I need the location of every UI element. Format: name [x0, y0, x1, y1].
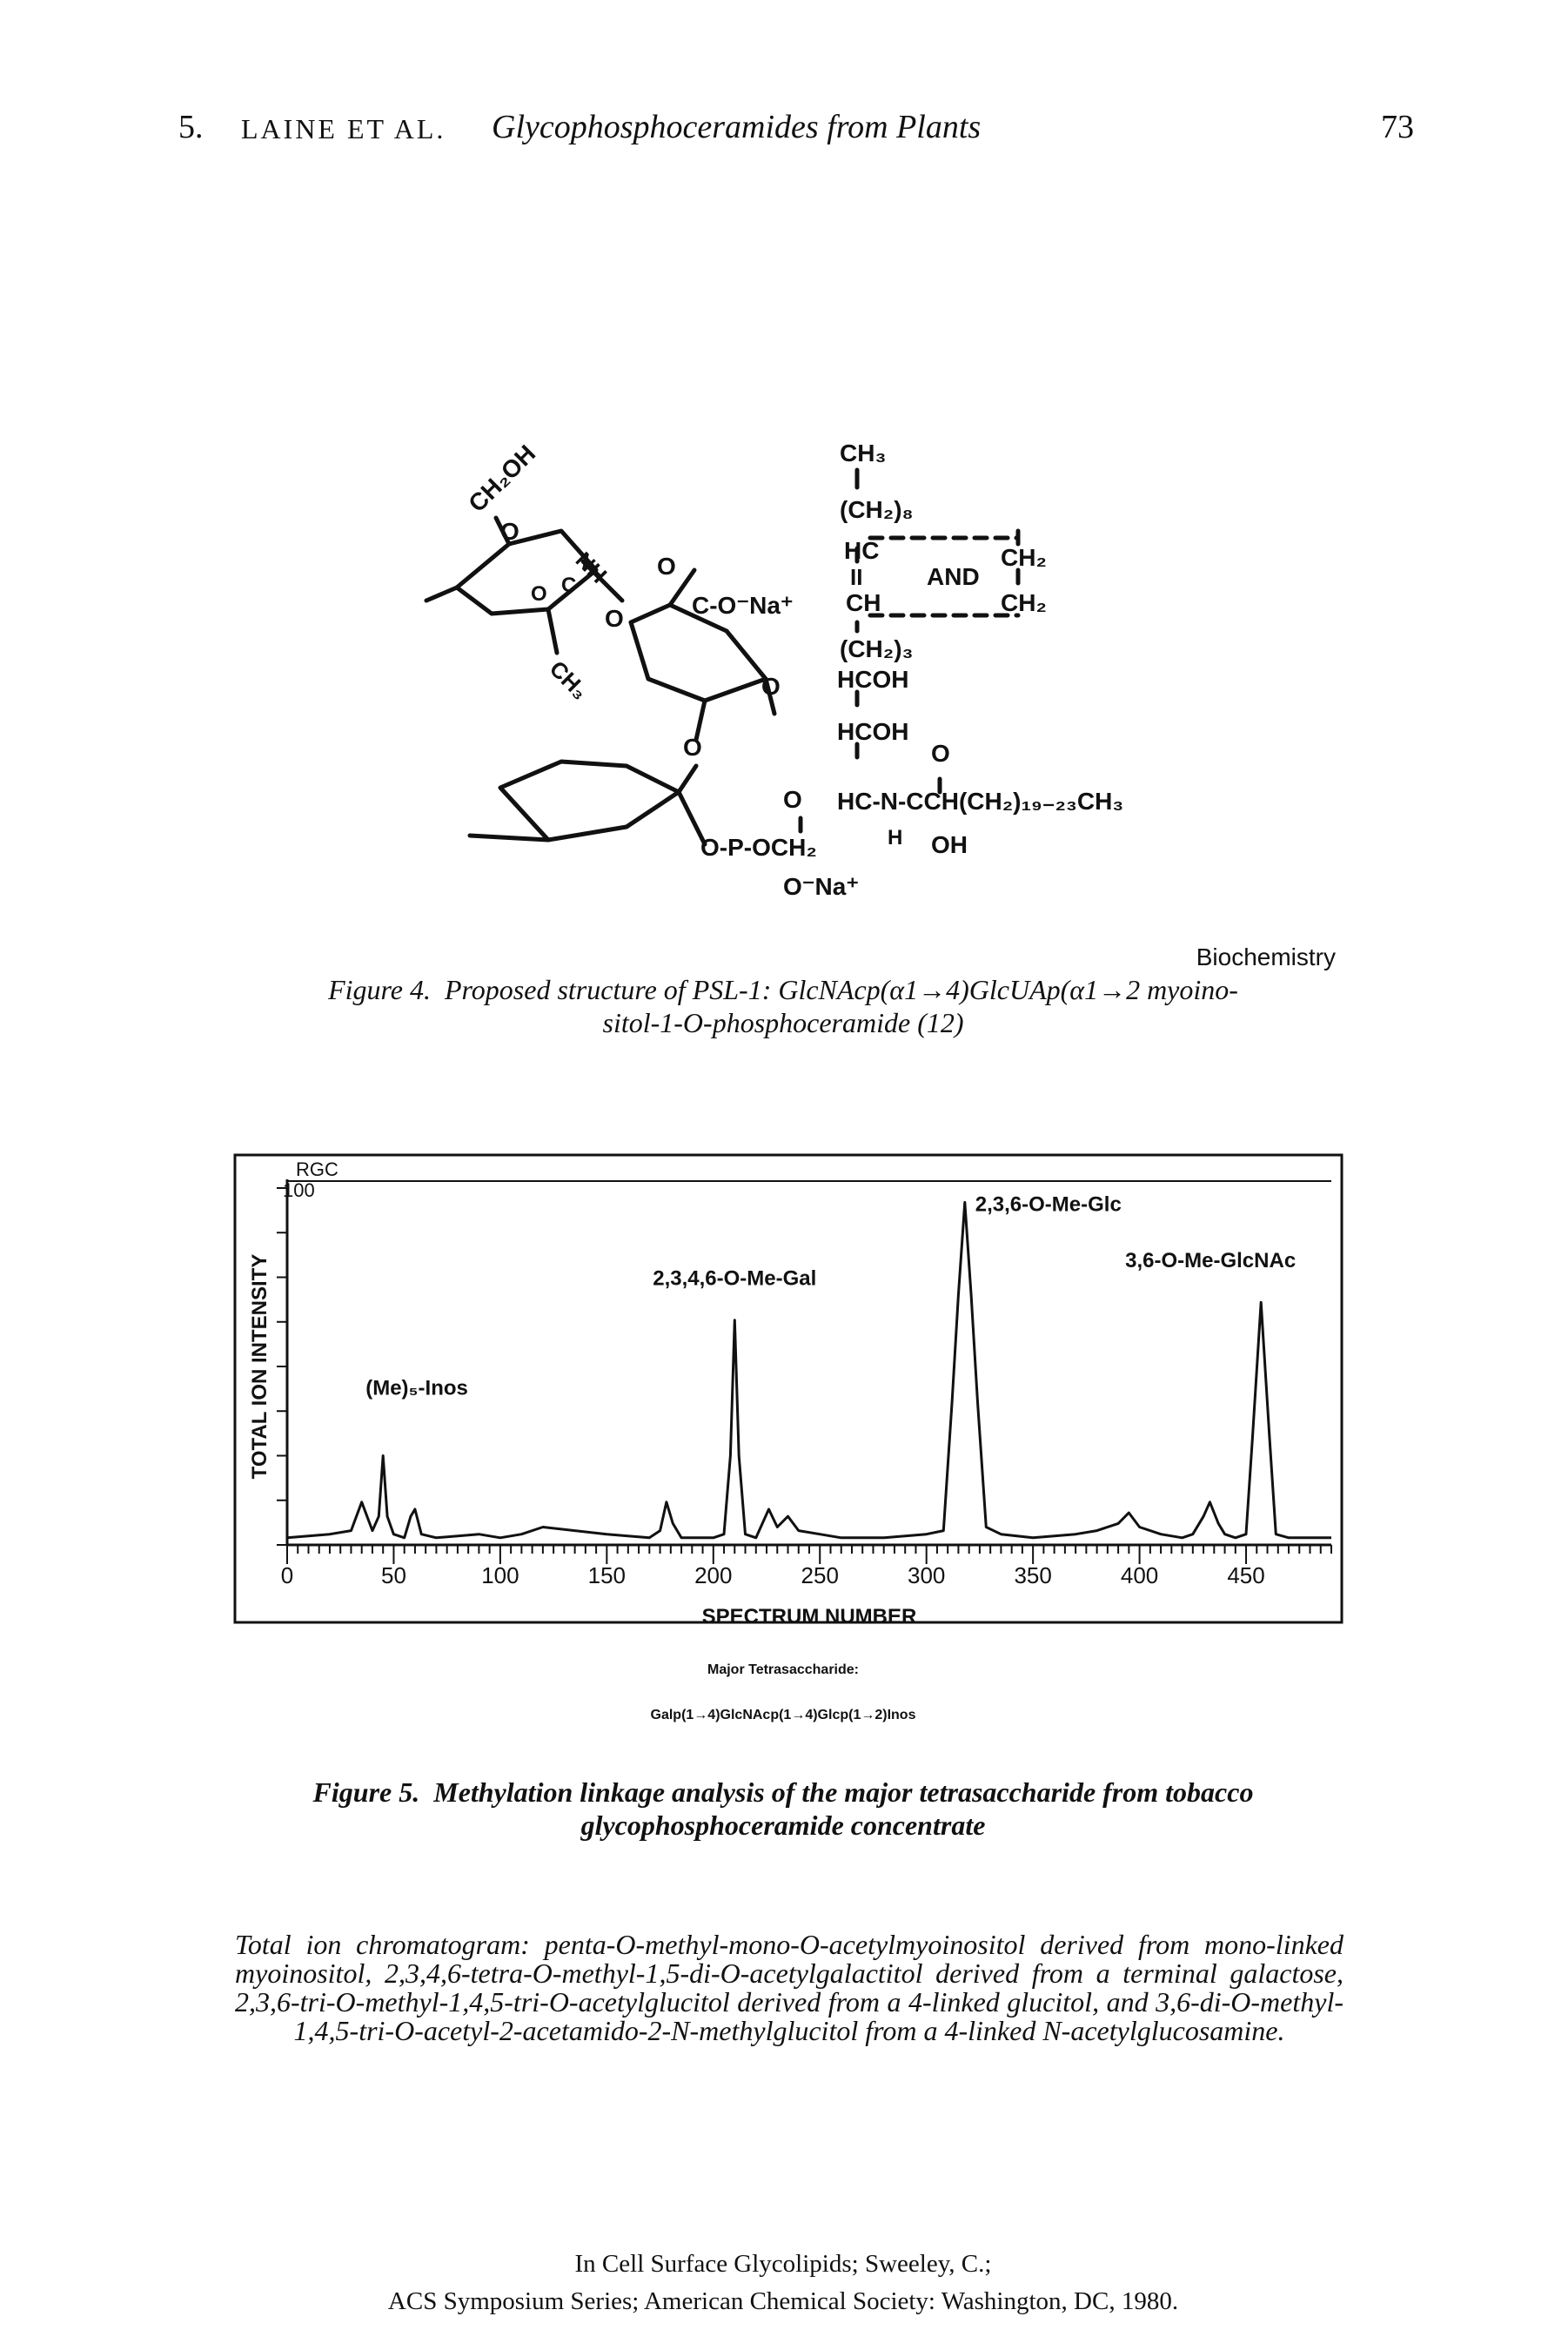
figure4-caption-line1: Figure 4. Proposed structure of PSL-1: Gl… — [218, 973, 1349, 1006]
x-tick-label: 400 — [1121, 1562, 1158, 1588]
chain-hc: HC — [844, 537, 879, 564]
phosphate-sodium: O⁻Na⁺ — [783, 873, 859, 900]
figure5-caption: Figure 5. Methylation linkage analysis of… — [218, 1776, 1349, 1842]
figure-credit: Biochemistry — [1196, 943, 1336, 970]
chain-ch2-3: (CH₂)₃ — [840, 635, 913, 662]
x-tick-label: 50 — [381, 1562, 406, 1588]
hcoh-1: HCOH — [837, 666, 908, 693]
chain-ch: CH — [846, 589, 881, 616]
ring1-o2: O — [531, 582, 547, 606]
chapter-number: 5. — [178, 109, 204, 145]
figure4-caption: Figure 4. Proposed structure of PSL-1: Gl… — [218, 973, 1349, 1039]
x-tick-label: 0 — [281, 1562, 293, 1588]
ring1-ch3: CH₃ — [545, 655, 593, 704]
major-tetrasaccharide-formula: Galp(1→4)GlcNAcp(1→4)Glcp(1→2)Inos — [650, 1708, 916, 1722]
x-tick-label: 350 — [1014, 1562, 1051, 1588]
chain-double-bond: II — [850, 564, 862, 590]
chain-ch3: CH₃ — [840, 440, 886, 467]
carboxylate-group: C-O⁻Na⁺ — [692, 592, 794, 619]
x-axis-title: SPECTRUM NUMBER — [702, 1605, 917, 1624]
figure4-caption-line2: sitol-1-O-phosphoceramide (12) — [602, 1007, 964, 1038]
running-authors: LAINE ET AL. — [241, 113, 446, 144]
figure4-caption-text1: Proposed structure of PSL-1: GlcNAcp(α1→… — [444, 974, 1238, 1005]
chromatogram-trace — [286, 1200, 1331, 1540]
figure4-label: Figure 4. — [328, 974, 431, 1005]
carboxyl-o-double: O — [657, 553, 676, 580]
rgc-label: RGC — [296, 1158, 338, 1180]
footer-line1: In Cell Surface Glycolipids; Sweeley, C.… — [574, 2250, 992, 2278]
chain-ch2-b: CH₂ — [1001, 589, 1047, 616]
phosphate-group: O-P-OCH₂ — [700, 834, 817, 861]
peak-label-2-3-4-6-o-me-gal: 2,3,4,6-O-Me-Gal — [653, 1267, 816, 1291]
amide-chain: HC-N-CCH(CH₂)₁₉₋₂₃CH₃ — [837, 788, 1123, 815]
link-o-1: O — [605, 605, 624, 632]
ring1-o: O — [500, 518, 519, 545]
figure5-caption-line1: Figure 5. Methylation linkage analysis of… — [218, 1776, 1349, 1809]
amide-h: H — [888, 826, 902, 849]
x-tick-label: 100 — [481, 1562, 519, 1588]
figure5-description: Total ion chromatogram: penta-O-methyl-m… — [235, 1929, 1344, 2046]
chain-ch2-8: (CH₂)₈ — [840, 496, 914, 523]
running-header: 5. LAINE ET AL. Glycophosphoceramides fr… — [178, 108, 1414, 160]
ring1-ch2oh: CH₂OH — [463, 440, 540, 517]
x-tick-label: 250 — [801, 1562, 839, 1588]
chemical-structure: CH₂OH O NH O C CH₃ O O C-O⁻Na⁺ O O O O-P… — [424, 440, 1123, 900]
x-tick-label: 450 — [1227, 1562, 1264, 1588]
figure5-label: Figure 5. — [312, 1776, 420, 1808]
running-title: Glycophosphoceramides from Plants — [492, 109, 982, 145]
peak-label-3-6-o-me-glcnac: 3,6-O-Me-GlcNAc — [1125, 1249, 1296, 1272]
x-tick-label: 150 — [588, 1562, 626, 1588]
figure5-caption-line2: glycophosphoceramide concentrate — [580, 1810, 986, 1841]
ring2-o: O — [761, 673, 781, 700]
page-number: 73 — [1381, 109, 1414, 145]
y-axis-title: TOTAL ION INTENSITY — [248, 1254, 271, 1480]
amide-o: O — [931, 740, 950, 767]
x-tick-label: 200 — [694, 1562, 732, 1588]
chain-ch2-a: CH₂ — [1001, 544, 1047, 571]
link-o-2: O — [683, 734, 702, 761]
phosphate-o-double: O — [783, 786, 802, 813]
footer-line2: ACS Symposium Series; American Chemical … — [387, 2287, 1179, 2315]
hcoh-2: HCOH — [837, 718, 908, 745]
x-tick-label: 300 — [908, 1562, 945, 1588]
amide-oh: OH — [931, 831, 968, 858]
rgc-100-label: 100 — [283, 1179, 315, 1201]
ring1-c: C — [561, 574, 576, 597]
and-label: AND — [927, 563, 980, 590]
peak-label-2-3-6-o-me-glc: 2,3,6-O-Me-Glc — [975, 1192, 1122, 1216]
figure5-caption-text1: Methylation linkage analysis of the majo… — [433, 1776, 1254, 1808]
peak-label-me-inos: (Me)₅-Inos — [365, 1377, 468, 1400]
major-tetrasaccharide-label: Major Tetrasaccharide: — [707, 1662, 859, 1677]
